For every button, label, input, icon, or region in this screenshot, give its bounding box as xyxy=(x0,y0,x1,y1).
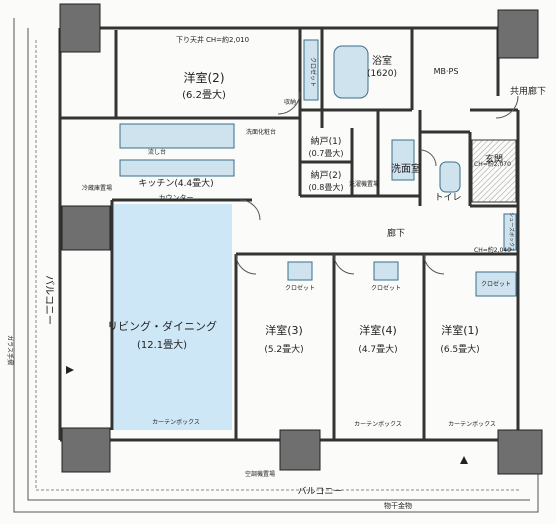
closet-label-4: クロゼット xyxy=(371,284,401,292)
mbps-label: MB·PS xyxy=(434,67,459,76)
ceiling-down-label: 下り天井 xyxy=(176,35,204,44)
balcony-outline xyxy=(13,18,539,513)
entrance-label: 玄関 xyxy=(485,153,503,165)
toilet-label: トイレ xyxy=(434,193,461,203)
structural-columns xyxy=(59,3,543,475)
bedroom2-label: 洋室(2) xyxy=(184,70,225,85)
common-hall-label: 共用廊下 xyxy=(510,85,546,97)
wash-basin-unit xyxy=(391,139,415,181)
hallway-label: 廊下 xyxy=(387,227,405,239)
curtain-box-bedroom4: カーテンボックス xyxy=(354,420,402,428)
storage-label: 収納 xyxy=(284,98,296,106)
bedroom3-label: 洋室(3) xyxy=(265,323,303,337)
kitchen-counter xyxy=(119,123,235,149)
kitchen-island xyxy=(119,159,235,177)
bath-label: 浴室 xyxy=(372,54,392,67)
storage1-label: 納戸(1) xyxy=(311,135,342,147)
bedroom2-size: (6.2畳大) xyxy=(182,88,226,101)
closet-label-2: クロゼット xyxy=(309,57,317,87)
aircon-label: 空調機置場 xyxy=(245,470,275,478)
glass-handrail-label: ガラス手摺 xyxy=(6,335,14,365)
toilet-fixture xyxy=(439,161,461,193)
storage1-size: (0.7畳大) xyxy=(309,148,344,158)
balcony-left-label: バルコニー xyxy=(43,275,55,325)
entrance-floor xyxy=(471,139,517,203)
interior-walls xyxy=(60,28,520,440)
bedroom1-closet xyxy=(475,271,517,297)
bathtub xyxy=(333,45,369,99)
bath-size: (1620) xyxy=(367,69,397,79)
shoe-box-label: シューズボックス xyxy=(508,212,515,252)
window-marker-left xyxy=(66,366,74,374)
fixtures xyxy=(119,39,517,297)
storage2-label: 納戸(2) xyxy=(311,169,342,181)
kitchen-label: キッチン(4.4畳大) xyxy=(138,177,213,189)
bedroom3-size: (5.2畳大) xyxy=(264,343,303,355)
curtain-box-bedroom1: カーテンボックス xyxy=(448,420,496,428)
bedroom1-size: (6.5畳大) xyxy=(440,343,479,355)
fridge-label: 冷蔵庫置場 xyxy=(82,184,112,192)
washer-label: 洗濯機置場 xyxy=(349,180,379,188)
floor-fitting-label: 物干金物 xyxy=(384,501,412,510)
closet-label-3: クロゼット xyxy=(285,284,315,292)
sink-label: 流し台 xyxy=(148,148,166,156)
curtain-box-living: カーテンボックス xyxy=(152,418,200,426)
closet-label-1: クロゼット xyxy=(481,280,511,288)
storage2-size: (0.8畳大) xyxy=(309,182,344,192)
window-marker-bottom xyxy=(460,456,468,464)
bedroom4-size: (4.7畳大) xyxy=(358,343,397,355)
bedroom1-label: 洋室(1) xyxy=(441,323,479,337)
closet-4 xyxy=(373,261,399,281)
living-size: (12.1畳大) xyxy=(137,338,187,351)
closet-3 xyxy=(287,261,313,281)
shoe-storage xyxy=(503,213,517,251)
door-swings xyxy=(235,91,519,275)
living-highlight xyxy=(114,204,232,430)
ch-2070-label: CH=約2,070 xyxy=(474,160,511,168)
wash-basin-label: 洗面化粧台 xyxy=(246,128,276,136)
ch-2040-label: CH=約2,040 xyxy=(474,246,511,254)
bedroom4-label: 洋室(4) xyxy=(359,323,397,337)
balcony-bottom-label: バルコニー xyxy=(298,486,343,497)
counter-label: カウンター xyxy=(159,193,194,202)
washroom-label: 洗面室 xyxy=(391,162,421,175)
closet-2 xyxy=(303,39,319,101)
ch-2010-label: CH=約2,010 xyxy=(206,35,249,44)
living-label: リビング・ダイニング xyxy=(107,319,217,333)
